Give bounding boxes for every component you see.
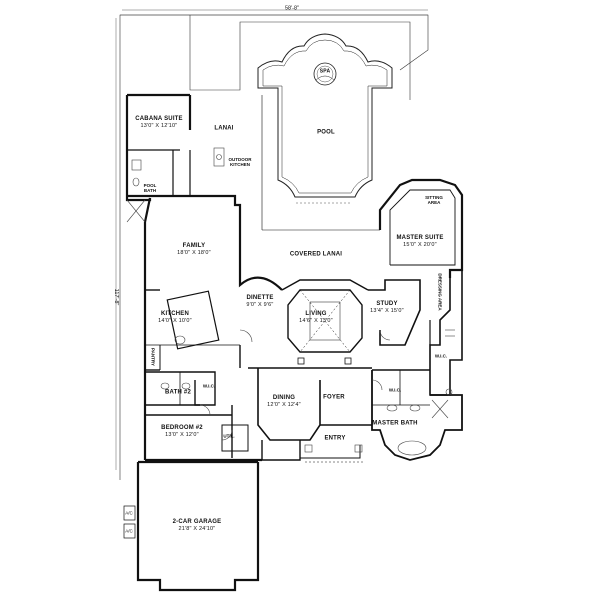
foyer-label: FOYER bbox=[323, 394, 345, 401]
cabana-suite-name: CABANA SUITE bbox=[135, 116, 183, 122]
family-size: 18'0" X 18'0" bbox=[177, 250, 211, 256]
garage-label: 2-CAR GARAGE 21'8" X 24'10" bbox=[173, 519, 222, 533]
wic-right-label: W.I.C. bbox=[434, 353, 448, 359]
util-label: UTIL. bbox=[223, 433, 235, 439]
spa-label: SPA bbox=[319, 68, 331, 75]
pool-shape bbox=[257, 33, 393, 204]
lanai-label: LANAI bbox=[214, 125, 234, 132]
outdoor-kitchen-label: OUTDOOR KITCHEN bbox=[228, 157, 252, 167]
family-label: FAMILY 18'0" X 18'0" bbox=[177, 243, 211, 257]
master-suite-size: 15'0" X 20'0" bbox=[403, 242, 437, 248]
covered-lanai-label: COVERED LANAI bbox=[289, 251, 343, 258]
house-walls bbox=[123, 93, 464, 592]
sitting-area-label: SITTING AREA bbox=[425, 195, 443, 205]
bedroom2-size: 13'0" X 12'0" bbox=[165, 432, 199, 438]
garage-size: 21'8" X 24'10" bbox=[178, 526, 216, 532]
pool-label: POOL bbox=[317, 129, 335, 136]
master-suite-label: MASTER SUITE 15'0" X 20'0" bbox=[396, 235, 443, 249]
kitchen-name: KITCHEN bbox=[160, 311, 190, 317]
dressing-area-label: DRESSING AREA bbox=[437, 273, 443, 311]
bedroom2-name: BEDROOM #2 bbox=[161, 425, 203, 431]
study-size: 13'4" X 15'0" bbox=[370, 308, 404, 314]
cabana-suite-label: CABANA SUITE 13'0" X 12'10" bbox=[135, 116, 183, 130]
ac-label-2: A/C bbox=[125, 528, 133, 534]
bath2-label: BATH #2 bbox=[165, 389, 191, 396]
living-size: 14'6" X 13'0" bbox=[299, 318, 333, 324]
kitchen-label: KITCHEN 14'0" X 10'0" bbox=[158, 311, 192, 325]
fixtures bbox=[126, 147, 455, 456]
dining-size: 12'0" X 12'4" bbox=[267, 402, 301, 408]
master-bath-label: MASTER BATH bbox=[372, 420, 418, 427]
overall-width-label: 58'-8" bbox=[284, 5, 300, 12]
family-name: FAMILY bbox=[182, 243, 206, 249]
ac-label-1: A/C bbox=[125, 510, 133, 516]
dining-name: DINING bbox=[272, 395, 296, 401]
living-label: LIVING 14'6" X 13'0" bbox=[299, 311, 333, 325]
living-name: LIVING bbox=[305, 311, 327, 317]
garage-name: 2-CAR GARAGE bbox=[172, 519, 222, 525]
dinette-size: 9'0" X 9'6" bbox=[246, 302, 274, 308]
study-label: STUDY 13'4" X 15'0" bbox=[370, 301, 404, 315]
kitchen-size: 14'0" X 10'0" bbox=[158, 318, 192, 324]
cabana-suite-size: 13'0" X 12'10" bbox=[140, 123, 178, 129]
pantry-label: PANTRY bbox=[150, 348, 156, 366]
wic-left-label: W.I.C. bbox=[202, 383, 216, 389]
overall-depth-label: 117'-8" bbox=[113, 288, 119, 306]
pool-bath-label: POOL BATH bbox=[143, 183, 157, 193]
master-suite-name: MASTER SUITE bbox=[396, 235, 444, 241]
spa-circle bbox=[313, 62, 337, 86]
dining-label: DINING 12'0" X 12'4" bbox=[267, 395, 301, 409]
study-name: STUDY bbox=[376, 301, 398, 307]
bedroom2-label: BEDROOM #2 13'0" X 12'0" bbox=[161, 425, 203, 439]
dinette-name: DINETTE bbox=[246, 295, 274, 301]
deck-outline bbox=[119, 14, 429, 480]
dinette-label: DINETTE 9'0" X 9'6" bbox=[246, 295, 273, 309]
entry-label: ENTRY bbox=[324, 435, 346, 442]
wic-master-label: W.I.C. bbox=[388, 387, 402, 393]
